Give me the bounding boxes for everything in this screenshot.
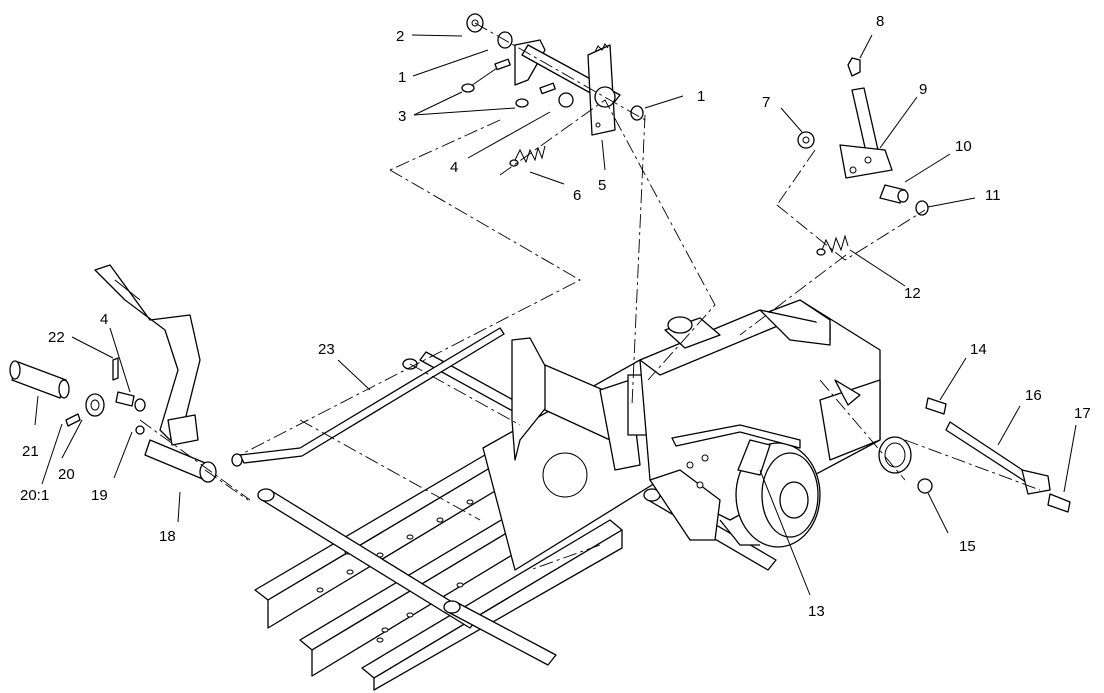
callout-10: 10 (955, 138, 972, 155)
pivot-shaft-18 (144, 439, 217, 483)
bolt-17 (1047, 493, 1071, 513)
callout-11: 11 (985, 187, 1001, 204)
callout-13: 13 (808, 603, 825, 620)
bushing-4-left (115, 391, 146, 412)
callout-19: 19 (91, 487, 108, 504)
cotter-pin-3b (515, 82, 556, 108)
callout-17: 17 (1074, 405, 1091, 422)
callout-21: 21 (22, 443, 39, 460)
callout-18: 18 (159, 528, 176, 545)
callout-20-1: 20:1 (20, 487, 49, 504)
nut-15 (917, 478, 933, 494)
callout-12: 12 (904, 285, 921, 302)
washer-11 (915, 200, 929, 216)
leader-lines (34, 34, 1077, 596)
brake-rod-23 (231, 327, 505, 467)
callout-1-top: 1 (398, 69, 406, 86)
center-bracket (482, 337, 661, 571)
callout-22: 22 (48, 329, 65, 346)
assembly-centerlines (139, 22, 1041, 571)
callout-1-right: 1 (697, 88, 705, 105)
callout-9: 9 (919, 81, 927, 98)
spring-12 (816, 234, 849, 256)
washer-4-top (558, 92, 574, 108)
callout-4-left: 4 (100, 311, 108, 328)
callout-8: 8 (876, 13, 884, 30)
washer-20 (85, 393, 105, 417)
pin-22 (112, 357, 119, 381)
clip-8 (847, 57, 861, 77)
callout-4-top: 4 (450, 159, 458, 176)
callout-16: 16 (1025, 387, 1042, 404)
screw-20-1 (65, 413, 81, 427)
callout-15: 15 (959, 538, 976, 555)
spacer-10 (879, 184, 909, 204)
bolt-14 (925, 397, 947, 415)
control-lever-9 (839, 87, 893, 179)
callout-7: 7 (762, 94, 770, 111)
rod-13 (671, 424, 801, 449)
spring-6 (509, 145, 546, 167)
nut-7 (797, 131, 815, 149)
cotter-pin-3a (461, 58, 511, 93)
callout-5: 5 (598, 177, 606, 194)
pedal-pin-19 (135, 425, 145, 435)
callout-6: 6 (573, 187, 581, 204)
transmission-housing (639, 299, 912, 548)
callout-20: 20 (58, 466, 75, 483)
link-rod-16 (945, 421, 1051, 495)
pedal-pad-21 (9, 360, 70, 399)
bushing-1-right (630, 105, 644, 121)
callout-2: 2 (396, 28, 404, 45)
callout-labels: 2 1 3 4 5 6 1 7 8 9 10 11 12 13 14 15 16… (20, 13, 1091, 620)
callout-14: 14 (970, 341, 987, 358)
callout-3: 3 (398, 108, 406, 125)
brake-pedal (94, 264, 201, 446)
sector-plate-5 (587, 43, 616, 136)
callout-23: 23 (318, 341, 335, 358)
